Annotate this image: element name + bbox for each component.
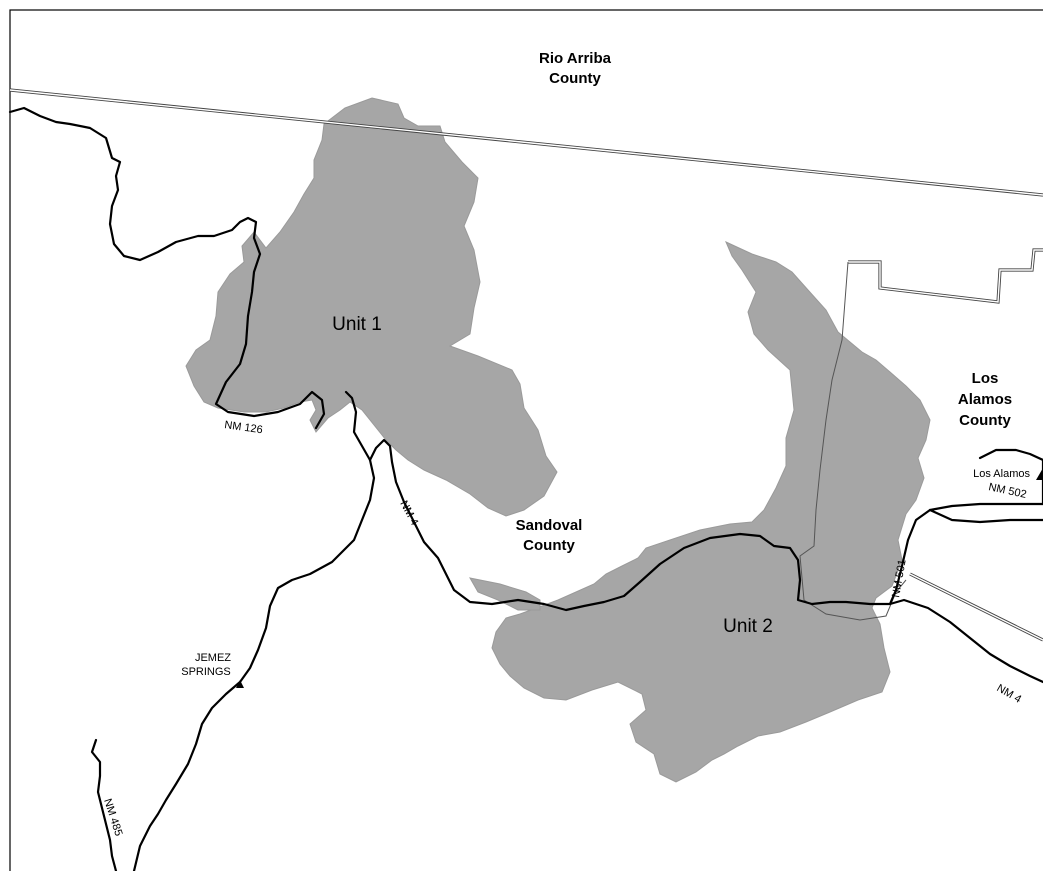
unit2-burn-area <box>491 241 931 783</box>
nm4-road-west <box>132 390 376 873</box>
nm126-label: NM 126 <box>224 419 264 436</box>
jemez-springs-label-2: SPRINGS <box>181 666 231 678</box>
jemez-springs-label-1: JEMEZ <box>195 652 231 664</box>
los-alamos-county-label-2: Alamos <box>958 391 1012 408</box>
unit1-label: Unit 1 <box>332 314 382 335</box>
nm485-road <box>90 738 118 873</box>
unit2-burn-area-west <box>469 577 541 611</box>
nm4-west-label: NM 4 <box>397 499 420 528</box>
los-alamos-county-label-1: Los <box>972 370 999 387</box>
rio-arriba-county-label-2: County <box>549 70 601 87</box>
jemez-springs-marker <box>236 680 244 688</box>
unit1-burn-area <box>185 97 558 517</box>
nm4-road-main <box>368 438 1043 612</box>
nm4-road-east <box>888 598 1043 684</box>
sandoval-county-label-1: Sandoval <box>516 517 583 534</box>
los-alamos-county-label-3: County <box>959 412 1011 429</box>
nm4-east-label: NM 4 <box>995 682 1024 706</box>
sandoval-county-label-2: County <box>523 537 575 554</box>
map-border <box>9 9 1043 876</box>
unit2-label: Unit 2 <box>723 616 773 637</box>
nm502-label: NM 502 <box>987 481 1027 501</box>
los-alamos-marker <box>1036 468 1043 480</box>
los-alamos-town-label: Los Alamos <box>973 468 1030 480</box>
rio-arriba-county-label-1: Rio Arriba <box>539 50 612 67</box>
river-west <box>8 106 326 430</box>
nm502-road <box>928 448 1043 524</box>
